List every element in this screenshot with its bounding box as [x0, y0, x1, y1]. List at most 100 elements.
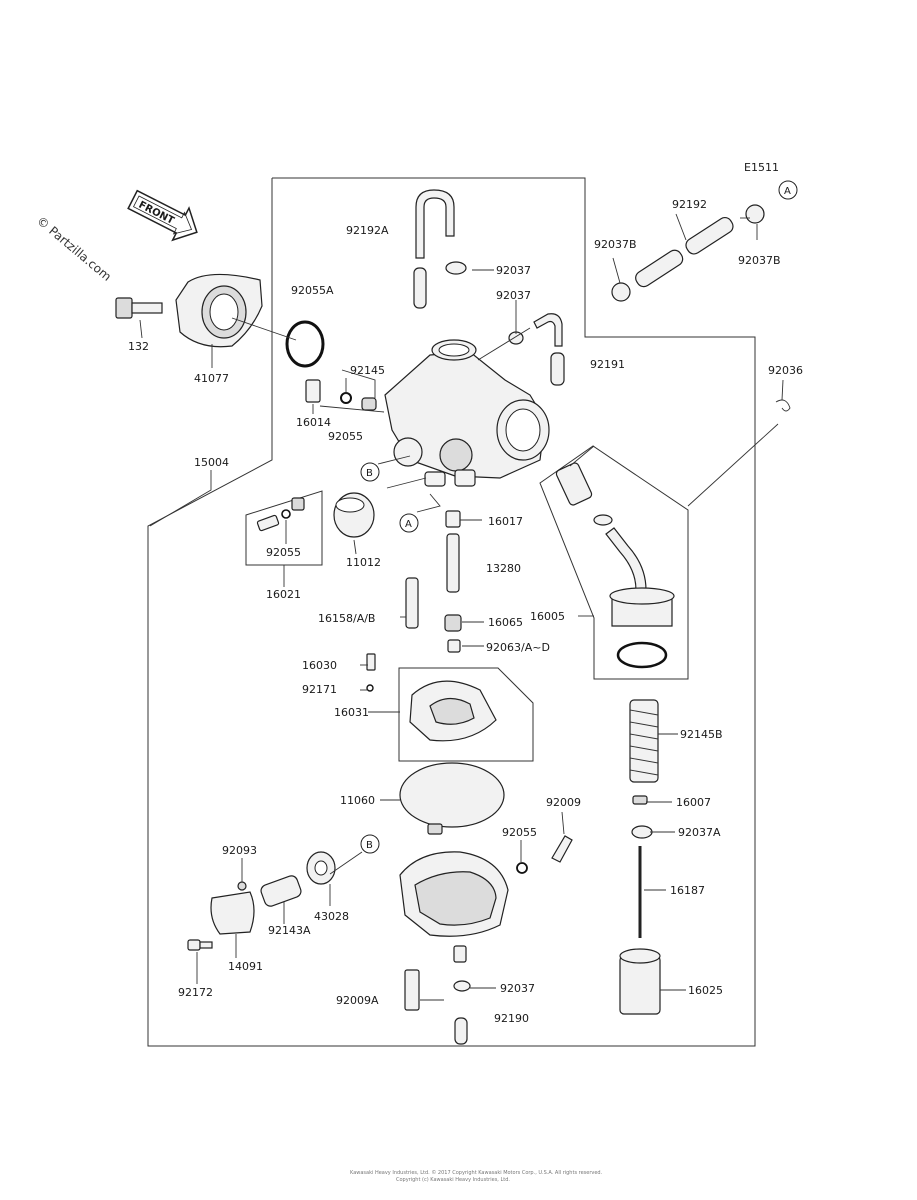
float-valve-92009-icon	[551, 835, 573, 863]
float-pin-16030-icon	[366, 653, 376, 671]
part-label-92037b-left[interactable]: 92037B	[594, 238, 637, 251]
part-label-92171[interactable]: 92171	[302, 683, 337, 696]
screw-92172-icon	[187, 939, 213, 951]
main-jet-92063-icon	[447, 639, 461, 653]
part-label-41077[interactable]: 41077	[194, 372, 229, 385]
spring-92143a-icon	[260, 875, 302, 907]
part-label-14091[interactable]: 14091	[228, 960, 263, 973]
part-label-132[interactable]: 132	[128, 340, 149, 353]
washer-43028-icon	[306, 851, 336, 885]
float-bowl-icon	[399, 851, 509, 963]
part-label-92191[interactable]: 92191	[590, 358, 625, 371]
part-label-92037-bottom[interactable]: 92037	[500, 982, 535, 995]
fuel-cock-frame	[539, 445, 689, 680]
svg-text:B: B	[366, 840, 373, 851]
part-label-92190[interactable]: 92190	[494, 1012, 529, 1025]
hose-92192-icon	[635, 216, 734, 288]
float-16031-icon	[409, 680, 497, 742]
svg-text:B: B	[366, 468, 373, 479]
clamp-92037b-right-icon	[745, 204, 765, 224]
svg-text:A: A	[784, 186, 791, 197]
retainer-92037a-icon	[631, 825, 653, 839]
holder-13280-icon	[446, 533, 460, 593]
part-label-92055a[interactable]: 92055A	[291, 284, 334, 297]
part-label-43028[interactable]: 43028	[314, 910, 349, 923]
part-label-92037-mid[interactable]: 92037	[496, 289, 531, 302]
clamp-92037-bottom-icon	[453, 980, 471, 992]
pilot-screw-16014-icon	[305, 379, 321, 403]
carburetor-body-icon	[384, 339, 550, 487]
part-label-92172[interactable]: 92172	[178, 986, 213, 999]
part-label-92055-bowl[interactable]: 92055	[502, 826, 537, 839]
part-label-92063[interactable]: 92063/A~D	[486, 641, 550, 654]
part-label-92192a[interactable]: 92192A	[346, 224, 389, 237]
watermark: © Partzilla.com	[34, 214, 114, 284]
part-label-16017[interactable]: 16017	[488, 515, 523, 528]
svg-text:A: A	[405, 519, 412, 530]
diagram-id: E1511	[744, 161, 779, 174]
spring-92145b-icon	[629, 699, 659, 783]
part-label-92037b-right[interactable]: 92037B	[738, 254, 781, 267]
part-label-92009[interactable]: 92009	[546, 796, 581, 809]
part-label-92145b[interactable]: 92145B	[680, 728, 723, 741]
part-label-92055-body[interactable]: 92055	[328, 430, 363, 443]
part-label-92037-top[interactable]: 92037	[496, 264, 531, 277]
part-label-92192[interactable]: 92192	[672, 198, 707, 211]
drain-screw-92009a-icon	[404, 969, 420, 1011]
ref-marker-b-body: B	[360, 462, 380, 482]
float-frame	[398, 667, 534, 762]
part-label-11060[interactable]: 11060	[340, 794, 375, 807]
part-label-92093[interactable]: 92093	[222, 844, 257, 857]
screw-92093-icon	[237, 881, 247, 891]
ref-marker-a-top: A	[778, 180, 798, 200]
part-label-16005[interactable]: 16005	[530, 610, 565, 623]
fuel-cock-16005-icon	[555, 462, 675, 669]
intake-holder-41077-icon	[175, 273, 263, 348]
part-label-16065[interactable]: 16065	[488, 616, 523, 629]
assembly-frame	[147, 177, 756, 1047]
bolt-132-icon	[115, 297, 163, 319]
part-label-92055-kit[interactable]: 92055	[266, 546, 301, 559]
part-label-92145[interactable]: 92145	[350, 364, 385, 377]
footer-line-2: Copyright (c) Kawasaki Heavy Industries,…	[396, 1177, 510, 1183]
clamp-92037-top-icon	[445, 261, 467, 275]
part-label-16187[interactable]: 16187	[670, 884, 705, 897]
ref-marker-b-bottom: B	[360, 834, 380, 854]
needle-jet-16017-icon	[445, 510, 461, 528]
part-label-15004[interactable]: 15004	[194, 456, 229, 469]
footer-line-1: Kawasaki Heavy Industries, Ltd. © 2017 C…	[350, 1169, 603, 1176]
part-label-92009a[interactable]: 92009A	[336, 994, 379, 1007]
clip-16007-icon	[632, 795, 648, 805]
hose-92036-icon	[775, 399, 791, 412]
clip-92171-icon	[366, 684, 374, 692]
o-ring-92055a-icon	[285, 320, 325, 368]
part-label-16030[interactable]: 16030	[302, 659, 337, 672]
clamp-92037b-left-icon	[611, 282, 631, 302]
hose-92190-icon	[454, 1017, 468, 1045]
spring-92145-icon	[361, 397, 377, 411]
front-arrow-icon: FRONT	[127, 189, 198, 242]
part-label-16158[interactable]: 16158/A/B	[318, 612, 375, 625]
jet-16158-icon	[405, 577, 419, 629]
part-label-13280[interactable]: 13280	[486, 562, 521, 575]
part-label-16031[interactable]: 16031	[334, 706, 369, 719]
part-label-16025[interactable]: 16025	[688, 984, 723, 997]
jet-16065-icon	[444, 614, 462, 632]
part-label-92036[interactable]: 92036	[768, 364, 803, 377]
part-label-16021[interactable]: 16021	[266, 588, 301, 601]
part-label-16007[interactable]: 16007	[676, 796, 711, 809]
part-label-92143a[interactable]: 92143A	[268, 924, 311, 937]
hose-92191-icon	[533, 313, 565, 386]
diaphragm-11060-icon	[399, 762, 505, 835]
pilot-jet-16021-icon	[256, 497, 305, 532]
part-label-92037a[interactable]: 92037A	[678, 826, 721, 839]
o-ring-92055-body-icon	[340, 392, 352, 404]
leader-lines	[139, 213, 784, 1001]
ref-marker-a-body: A	[399, 513, 419, 533]
part-label-16014[interactable]: 16014	[296, 416, 331, 429]
o-ring-92055-bowl-icon	[516, 862, 528, 874]
hose-92192a-icon	[413, 189, 455, 309]
part-label-11012[interactable]: 11012	[346, 556, 381, 569]
cover-14091-icon	[210, 891, 255, 935]
